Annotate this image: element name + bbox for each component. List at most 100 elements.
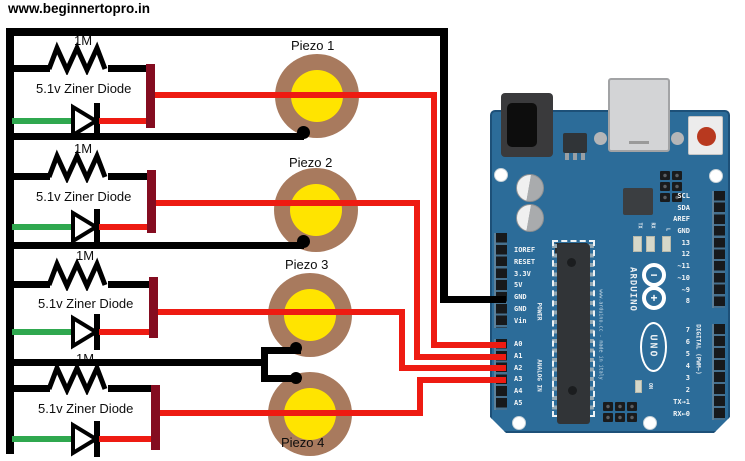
piezo1-signal-h (153, 92, 437, 98)
resistor4-wire-right (108, 385, 154, 392)
usb-connector (608, 78, 670, 152)
pin-label-5: 5 (685, 350, 690, 358)
analog-group-label: ANALOG IN (535, 359, 543, 392)
pin-label-3v3: 3.3V (514, 269, 531, 278)
piezo2-ceramic (290, 184, 342, 236)
l-led-icon (662, 236, 671, 252)
piezo3-return-arm (261, 347, 301, 354)
diode1-stub (99, 118, 147, 124)
gnd-bus-left (6, 28, 14, 454)
piezo4-label: Piezo 4 (281, 435, 325, 450)
piezo1-signal-a0 (431, 342, 506, 348)
voltage-regulator (563, 133, 587, 153)
piezo1-signal-v (431, 92, 437, 348)
arduino-board: TX RX L ARDUINO − + UNO www.arduino.cc -… (490, 78, 730, 433)
piezo3-signal-v (399, 309, 405, 371)
power-group-label: POWER (535, 302, 543, 321)
pin-label-scl: SCL (677, 192, 690, 200)
power-pin-sockets (494, 233, 507, 328)
piezo1-return-wire (6, 133, 304, 140)
piezo3-disc (268, 273, 352, 357)
resistor4-wire-left (6, 385, 50, 392)
regulator-leg-icon (573, 153, 577, 160)
resistor1-wire-right (108, 65, 148, 72)
mounting-hole (643, 416, 657, 430)
pin-label-a3: A3 (514, 375, 523, 384)
diode4-gnd-wire (12, 436, 74, 442)
piezo4-signal-a3 (417, 377, 506, 383)
piezo2-terminal (147, 170, 156, 233)
pin-label-3: 3 (685, 374, 690, 382)
pin-label-a5: A5 (514, 398, 523, 407)
piezo1-label: Piezo 1 (291, 38, 335, 53)
piezo4-signal-h (157, 410, 423, 416)
diode4-stub (99, 436, 152, 442)
mounting-hole (494, 168, 508, 182)
pin-label-gnd1: GND (514, 293, 527, 302)
reset-button (688, 116, 723, 155)
resistor1-label: 1M (74, 33, 93, 48)
piezo2-return-wire (6, 242, 304, 249)
piezo3-return-dot (290, 342, 302, 354)
diode1-gnd-wire (12, 118, 74, 124)
resistor2-icon (47, 149, 108, 183)
tx-led-icon (633, 236, 642, 252)
serial-header-pins (660, 171, 682, 202)
piezo34-return-vertical (261, 347, 268, 382)
pin-label-tx1: TX→1 (673, 398, 690, 406)
pin-label-a2: A2 (514, 363, 523, 372)
pin-label-2: 2 (685, 386, 690, 394)
zener3-icon (71, 314, 100, 350)
rx-led-icon (646, 236, 655, 252)
diode2-stub (99, 224, 148, 230)
capacitor (516, 174, 544, 202)
pin-label-5v: 5V (514, 281, 523, 290)
dc-jack (501, 93, 553, 157)
power-pin-labels: IOREF RESET 3.3V 5V GND GND Vin (514, 245, 554, 328)
pin-label-13: 13 (681, 238, 690, 247)
piezo3-terminal (149, 277, 158, 338)
ic-pin1-dot-icon (567, 258, 576, 267)
zener1-label: 5.1v Ziner Diode (36, 81, 132, 96)
analog-pin-labels: A0 A1 A2 A3 A4 A5 (514, 339, 554, 410)
zener3-label: 5.1v Ziner Diode (38, 296, 134, 311)
resistor3-wire-left (6, 281, 50, 288)
on-led-icon (635, 380, 642, 393)
piezo3-label: Piezo 3 (285, 257, 329, 272)
piezo2-label: Piezo 2 (289, 155, 333, 170)
pin-label-9: ~9 (681, 285, 690, 294)
pin-label-6: 6 (685, 338, 690, 346)
digital-bottom-labels: 7 6 5 4 3 2 TX→1 RX←0 (640, 324, 690, 420)
pin-label-gnd2: GND (514, 304, 527, 313)
pin-label-4: 4 (685, 362, 690, 370)
pin-label-sda: SDA (677, 203, 690, 212)
pin-label-a1: A1 (514, 351, 523, 360)
pin-label-aref: AREF (673, 215, 690, 224)
mcu-legs-icon (589, 244, 594, 414)
pin-label-12: 12 (681, 250, 690, 259)
resistor4-icon (47, 361, 108, 395)
zener2-icon (71, 209, 100, 245)
dc-jack-opening (507, 103, 537, 147)
digital-top-labels: SCL SDA AREF GND 13 12 ~11 ~10 ~9 8 (640, 191, 690, 308)
digital-group-label: DIGITAL (PWM~) (694, 324, 702, 375)
resistor3-wire-right (108, 281, 152, 288)
diode2-gnd-wire (12, 224, 74, 230)
gnd-bus-drop (440, 28, 448, 303)
resistor2-wire-left (6, 173, 50, 180)
zener2-label: 5.1v Ziner Diode (36, 189, 132, 204)
pin-label-a0: A0 (514, 340, 523, 348)
resistor2-wire-right (108, 173, 150, 180)
digital-pin-sockets-top (712, 191, 725, 308)
resistor3-icon (47, 257, 108, 291)
usb-tab-right-icon (671, 132, 684, 145)
ic-pin1-dot-icon (568, 386, 577, 395)
mcu-legs-icon (552, 244, 557, 414)
piezo2-signal-a1 (414, 354, 506, 360)
arduino-brand-label: ARDUINO (627, 267, 638, 312)
piezo3-signal-h (155, 309, 405, 315)
piezo4-terminal (151, 385, 160, 450)
resistor2-label: 1M (74, 141, 93, 156)
piezo4-signal-v (417, 377, 423, 416)
pin-label-reset: RESET (514, 257, 536, 266)
